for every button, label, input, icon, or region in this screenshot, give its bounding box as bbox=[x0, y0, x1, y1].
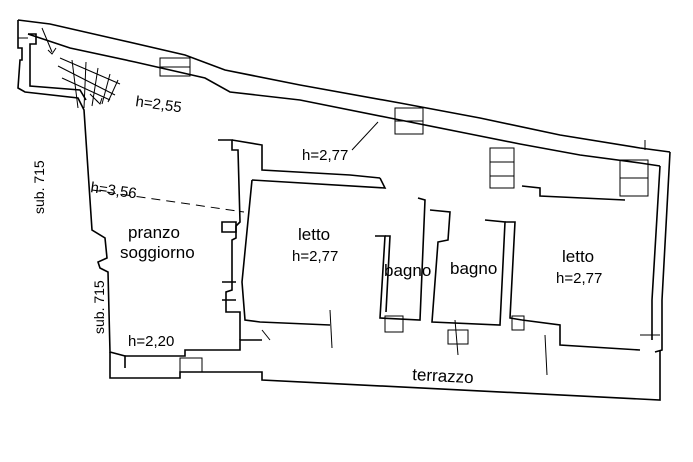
room-height-letto-right: h=2,77 bbox=[556, 270, 602, 287]
label-sub-715-lower: sub. 715 bbox=[91, 280, 107, 334]
label-h-255: h=2,55 bbox=[134, 93, 182, 116]
interior-walls bbox=[179, 121, 660, 376]
label-h-356: h=3,56 bbox=[89, 179, 137, 202]
top-windows bbox=[159, 57, 649, 197]
room-label-bagno-2: bagno bbox=[450, 259, 497, 278]
room-label-pranzo: pranzo bbox=[128, 223, 180, 242]
outer-walls bbox=[17, 19, 671, 401]
room-height-letto-left: h=2,77 bbox=[292, 248, 338, 265]
labels: h=2,55 h=2,77 h=3,56 h=2,20 sub. 715 sub… bbox=[31, 93, 602, 387]
room-label-soggiorno: soggiorno bbox=[120, 243, 195, 262]
room-label-letto-left: letto bbox=[298, 225, 330, 244]
room-label-letto-right: letto bbox=[562, 247, 594, 266]
label-h-220: h=2,20 bbox=[128, 333, 174, 350]
label-h-277-top: h=2,77 bbox=[302, 147, 348, 164]
room-label-bagno-1: bagno bbox=[384, 261, 431, 280]
staircase bbox=[18, 27, 121, 109]
room-label-terrazzo: terrazzo bbox=[412, 365, 474, 387]
label-sub-715-upper: sub. 715 bbox=[31, 160, 47, 214]
ceiling-height-line bbox=[91, 189, 245, 213]
